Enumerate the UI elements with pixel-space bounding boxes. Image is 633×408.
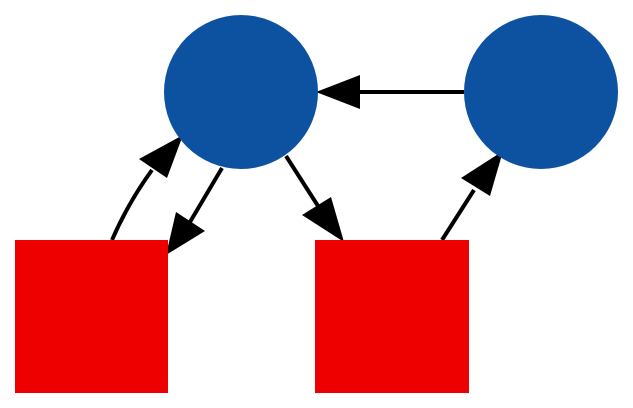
edge-square-left-to-circle-left	[110, 135, 183, 241]
edge-circle-left-to-square-left	[166, 166, 224, 255]
square-node-middle	[315, 240, 469, 393]
edge-circle-right-to-circle-left	[316, 75, 464, 109]
nodes	[15, 15, 618, 393]
edge-line	[110, 168, 154, 241]
edge-circle-left-to-square-middle	[284, 154, 344, 242]
arrowhead	[166, 212, 205, 255]
edges	[110, 75, 503, 255]
circle-node-right	[464, 15, 618, 169]
edge-square-middle-to-circle-right	[440, 151, 503, 242]
arrowhead	[316, 75, 360, 109]
arrowhead	[302, 197, 344, 242]
circle-node-left	[164, 15, 318, 169]
arrowhead	[461, 151, 503, 196]
edge-line	[440, 188, 476, 242]
edge-line	[284, 154, 320, 208]
edge-line	[188, 166, 224, 224]
square-node-left	[15, 240, 168, 393]
arrowhead	[139, 135, 183, 178]
